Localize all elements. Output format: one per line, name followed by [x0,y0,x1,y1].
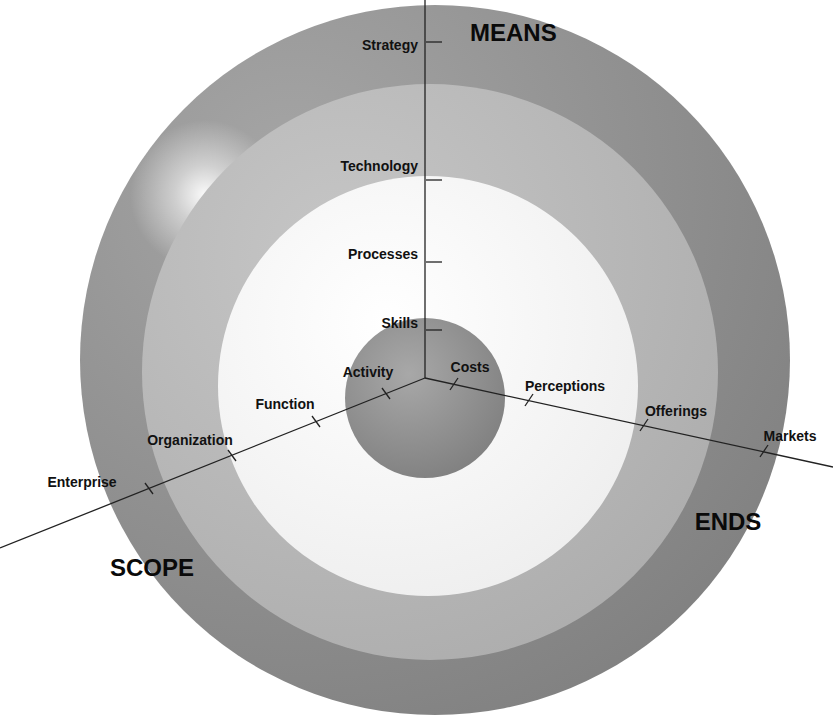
axis-title: MEANS [470,19,557,47]
ends-level: Offerings [645,403,707,419]
scope-level: Activity [343,364,394,380]
means-level: Technology [340,158,418,174]
scope-level: Function [255,396,314,412]
ends-level: Costs [451,359,490,375]
axis-title: SCOPE [110,554,194,582]
means-level: Processes [348,246,418,262]
scope-level: Enterprise [47,474,116,490]
means-level: Skills [381,315,418,331]
axis-title: ENDS [695,508,762,536]
ends-level: Perceptions [525,378,605,394]
ends-level: Markets [764,428,817,444]
means-level: Strategy [362,37,418,53]
scope-level: Organization [147,432,233,448]
